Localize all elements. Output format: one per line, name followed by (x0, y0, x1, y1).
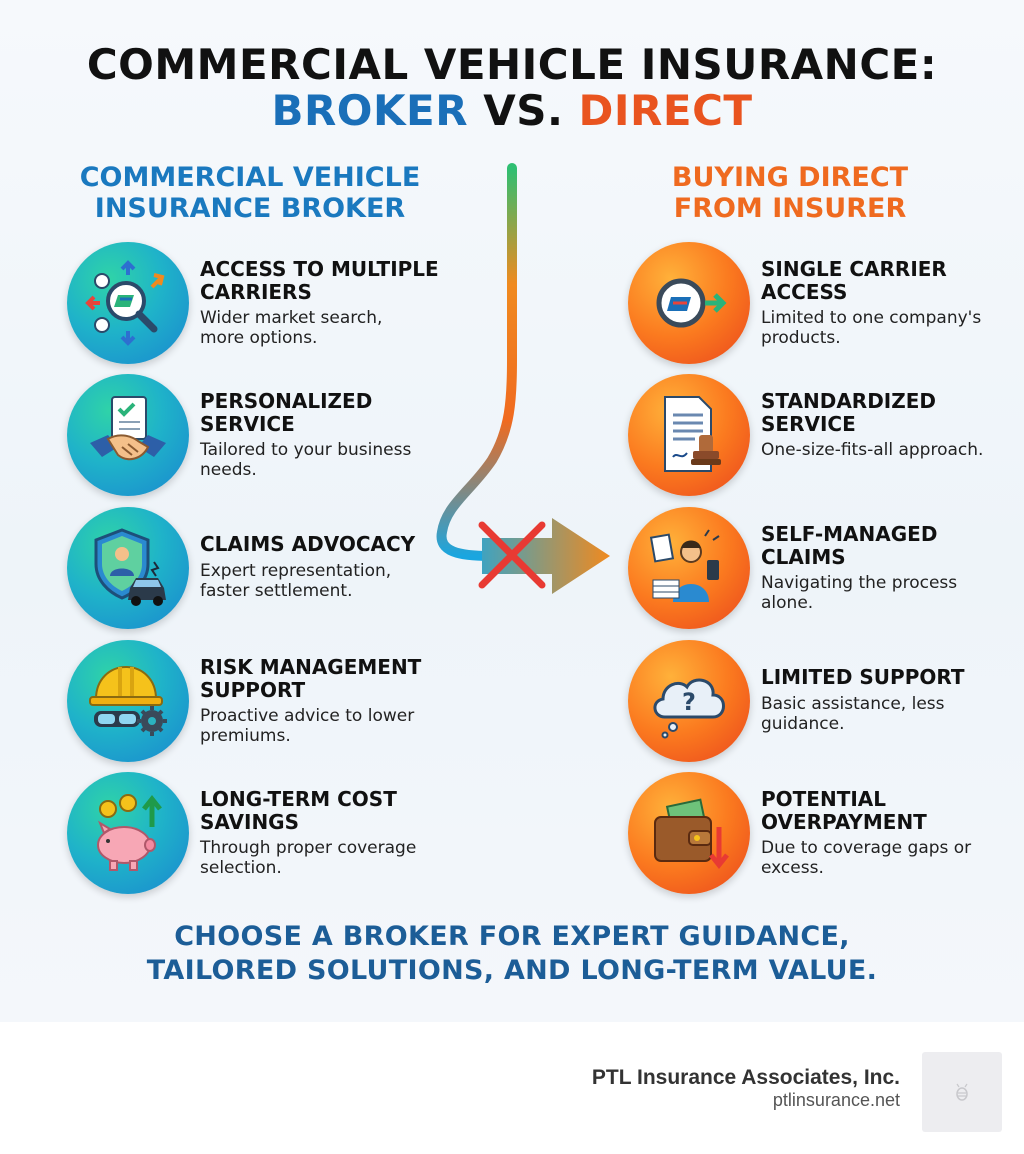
broker-item-4: RISK MANAGEMENT SUPPORT Proactive advice… (67, 640, 457, 770)
title-direct-word: DIRECT (578, 86, 753, 135)
shield-car-icon (67, 507, 189, 629)
broker-heading-line2: INSURANCE BROKER (94, 193, 406, 224)
broker-item-4-title: RISK MANAGEMENT SUPPORT (200, 655, 422, 702)
direct-heading-line1: BUYING DIRECT (671, 162, 909, 193)
title-vs-word: VS. (483, 86, 564, 135)
direct-item-3: SELF-MANAGED CLAIMS Navigating the proce… (628, 507, 1018, 637)
handshake-icon (67, 374, 189, 496)
main-title: COMMERCIAL VEHICLE INSURANCE: (86, 40, 938, 89)
broker-item-1-title: ACCESS TO MULTIPLE CARRIERS (200, 257, 439, 304)
title-broker-word: BROKER (271, 86, 469, 135)
direction-arrow (482, 518, 610, 594)
red-x-mark (478, 521, 546, 589)
company-name: PTL Insurance Associates, Inc. (591, 1066, 900, 1089)
direct-item-5-title: POTENTIAL OVERPAYMENT (761, 787, 927, 834)
direct-item-1-desc: Limited to one company's products. (761, 308, 982, 348)
direct-column-heading: BUYING DIRECT FROM INSURER (580, 162, 1000, 224)
single-carrier-icon (628, 242, 750, 364)
infographic-card: COMMERCIAL VEHICLE INSURANCE: BROKER VS.… (0, 0, 1024, 1022)
broker-item-3-desc: Expert representation, faster settlement… (200, 561, 392, 601)
broker-item-1-desc: Wider market search, more options. (200, 308, 383, 348)
direct-item-1-title: SINGLE CARRIER ACCESS (761, 257, 947, 304)
bee-logo-icon (956, 1083, 968, 1101)
broker-item-4-desc: Proactive advice to lower premiums. (200, 706, 415, 746)
website-link[interactable]: ptlinsurance.net (772, 1090, 900, 1110)
direct-item-3-desc: Navigating the process alone. (761, 573, 958, 613)
broker-item-3: CLAIMS ADVOCACY Expert representation, f… (67, 507, 457, 637)
conclusion-line2: TAILORED SOLUTIONS, AND LONG-TERM VALUE. (146, 955, 878, 986)
direct-item-5: POTENTIAL OVERPAYMENT Due to coverage ga… (628, 772, 1018, 902)
direct-item-2: STANDARDIZED SERVICE One-size-fits-all a… (628, 374, 1018, 504)
svg-text:?: ? (682, 688, 696, 716)
direct-item-2-desc: One-size-fits-all approach. (761, 440, 984, 460)
piggy-bank-icon (67, 772, 189, 894)
divider-top-line (436, 163, 517, 561)
broker-item-5: LONG-TERM COST SAVINGS Through proper co… (67, 772, 457, 902)
hardhat-gear-icon (67, 640, 189, 762)
broker-item-5-desc: Through proper coverage selection. (200, 838, 417, 878)
conclusion-line1: CHOOSE A BROKER FOR EXPERT GUIDANCE, (174, 921, 850, 952)
direct-item-3-title: SELF-MANAGED CLAIMS (761, 522, 938, 569)
broker-column-heading: COMMERCIAL VEHICLE INSURANCE BROKER (40, 162, 460, 224)
broker-item-2-title: PERSONALIZED SERVICE (200, 389, 373, 436)
magnifier-carriers-icon (67, 242, 189, 364)
broker-item-2-desc: Tailored to your business needs. (200, 440, 412, 480)
document-stamp-icon (628, 374, 750, 496)
direct-item-4-desc: Basic assistance, less guidance. (761, 694, 945, 734)
broker-item-5-title: LONG-TERM COST SAVINGS (200, 787, 397, 834)
direct-item-2-title: STANDARDIZED SERVICE (761, 389, 936, 436)
direct-heading-line2: FROM INSURER (673, 193, 907, 224)
direct-item-5-desc: Due to coverage gaps or excess. (761, 838, 972, 878)
broker-item-1: ACCESS TO MULTIPLE CARRIERS Wider market… (67, 242, 457, 372)
broker-heading-line1: COMMERCIAL VEHICLE (79, 162, 421, 193)
question-cloud-icon: ? (628, 640, 750, 762)
main-subtitle: BROKER VS. DIRECT (0, 86, 1024, 135)
company-logo (922, 1052, 1002, 1132)
person-papers-icon (628, 507, 750, 629)
direct-item-4: ? LIMITED SUPPORT Basic assistance, less… (628, 640, 1018, 770)
broker-item-3-title: CLAIMS ADVOCACY (200, 532, 416, 556)
center-divider (436, 163, 610, 887)
direct-item-4-title: LIMITED SUPPORT (761, 665, 965, 689)
direct-item-1: SINGLE CARRIER ACCESS Limited to one com… (628, 242, 1018, 372)
broker-item-2: PERSONALIZED SERVICE Tailored to your bu… (67, 374, 457, 504)
wallet-down-icon (628, 772, 750, 894)
